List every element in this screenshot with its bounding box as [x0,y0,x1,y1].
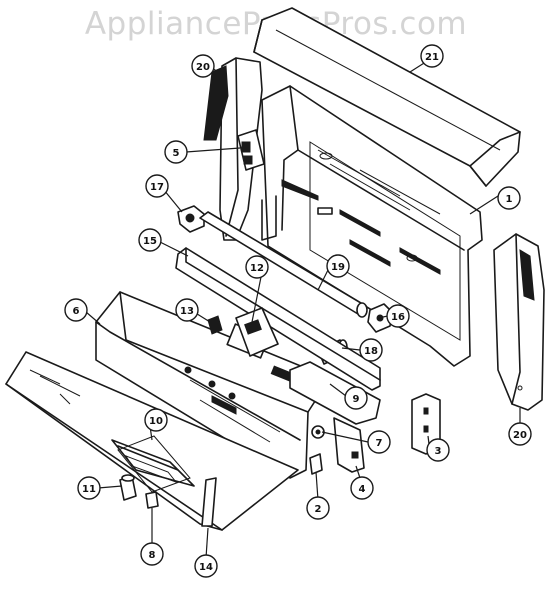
callout-4: 4 [350,476,374,500]
part-8-small-knob [145,491,159,509]
callout-20-top: 20 [191,54,215,78]
callout-label-20-bottom: 20 [513,430,527,441]
callout-label-15: 15 [143,236,157,247]
part-20-right-end-cap [493,233,545,411]
part-21-top-trim [253,7,521,187]
callout-label-9: 9 [353,394,360,405]
callout-label-7: 7 [376,438,383,449]
front-overlay-panel [5,351,299,531]
callout-20-bottom: 20 [508,422,532,446]
callout-label-5: 5 [173,148,180,159]
callout-label-18: 18 [364,346,378,357]
callout-19: 19 [326,254,350,278]
callout-12: 12 [245,255,269,279]
callout-label-11: 11 [82,484,96,495]
callout-label-8: 8 [149,550,156,561]
callout-21: 21 [420,44,444,68]
callout-9: 9 [344,386,368,410]
callout-5: 5 [164,140,188,164]
callout-label-21: 21 [425,52,439,63]
part-5-terminal-block [237,129,265,171]
callout-label-17: 17 [150,182,164,193]
callout-label-12: 12 [250,263,264,274]
callout-2: 2 [306,496,330,520]
part-19-lamp-tube [199,211,368,318]
callout-16: 16 [386,304,410,328]
callout-label-20-top: 20 [196,62,210,73]
callout-label-16: 16 [391,312,405,323]
part-11-knob [119,474,137,501]
callout-14: 14 [194,554,218,578]
callout-label-3: 3 [435,446,442,457]
callout-7: 7 [367,430,391,454]
part-13-clip [207,315,223,335]
part-1-backguard-frame [261,85,483,367]
callout-13: 13 [175,298,199,322]
callout-11: 11 [77,476,101,500]
callout-label-10: 10 [149,416,163,427]
callout-label-2: 2 [315,504,322,515]
part-12-display-board [235,307,279,357]
part-15-channel [175,247,381,391]
callout-15: 15 [138,228,162,252]
part-2-small-clip [309,453,323,475]
part-14-trim-strip [201,477,217,527]
callout-label-14: 14 [199,562,213,573]
callout-17: 17 [145,174,169,198]
callout-label-4: 4 [359,484,366,495]
callout-label-19: 19 [331,262,345,273]
callout-8: 8 [140,542,164,566]
part-17-left-bracket [177,205,205,233]
callout-label-13: 13 [180,306,194,317]
callout-10: 10 [144,408,168,432]
part-10-clock-timer [117,435,191,493]
callout-label-1: 1 [506,194,513,205]
callout-6: 6 [64,298,88,322]
callout-3: 3 [426,438,450,462]
callout-1: 1 [497,186,521,210]
callout-18: 18 [359,338,383,362]
callout-label-6: 6 [73,306,80,317]
part-4-end-bracket [333,417,365,473]
